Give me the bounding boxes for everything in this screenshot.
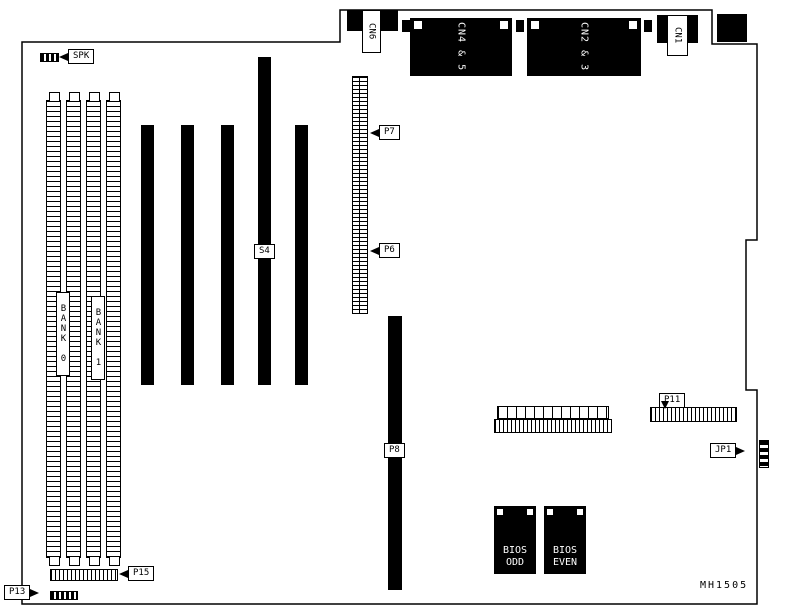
p15-connector xyxy=(50,569,118,581)
chip-notch xyxy=(497,509,503,515)
p8-callout: P8 xyxy=(384,443,405,458)
expansion-slot-2 xyxy=(181,125,194,385)
p6-callout: P6 xyxy=(370,243,400,258)
p7-arrow-icon xyxy=(370,128,379,137)
simm-socket-4 xyxy=(106,92,121,566)
cn6-label: CN6 xyxy=(366,23,377,40)
connector-notch xyxy=(629,21,637,29)
cn1-connector: CN1 xyxy=(667,15,688,56)
bios-even-chip: BIOS EVEN xyxy=(544,506,586,574)
mounting-tab xyxy=(516,20,524,32)
bank1-label-box: BANK 1 xyxy=(91,296,105,380)
expansion-slot-1 xyxy=(141,125,154,385)
top-right-connector xyxy=(717,14,747,42)
p7-label: P7 xyxy=(379,125,400,140)
bios-even-line2: EVEN xyxy=(552,557,578,568)
cn4-5-label: CN4 & 5 xyxy=(455,22,467,72)
expansion-slot-5 xyxy=(295,125,308,385)
connector-notch xyxy=(500,21,508,29)
p15-callout: P15 xyxy=(119,566,155,581)
mounting-tab xyxy=(644,20,652,32)
mounting-tab xyxy=(402,20,410,32)
bank0-label-box: BANK 0 xyxy=(56,292,70,376)
cn1-shell-left xyxy=(657,15,667,43)
spk-callout: SPK xyxy=(59,49,95,64)
s4-slot xyxy=(258,57,271,385)
expansion-slot-3 xyxy=(221,125,234,385)
cn1-shell-right xyxy=(688,15,698,43)
header-connector-body xyxy=(494,419,612,433)
p6-arrow-icon xyxy=(370,246,379,255)
connector-notch xyxy=(531,21,539,29)
p13-callout: P13 xyxy=(4,585,40,600)
p7-p6-connector xyxy=(352,76,368,314)
cn6-connector: CN6 xyxy=(362,10,381,53)
chip-notch xyxy=(527,509,533,515)
part-number: MH1505 xyxy=(700,580,749,591)
spk-arrow-icon xyxy=(59,52,68,61)
cn6-shell-left xyxy=(347,10,362,31)
jp1-callout: JP1 xyxy=(710,443,746,458)
p15-label: P15 xyxy=(128,566,155,581)
cn6-shell-right xyxy=(381,10,398,31)
p13-arrow-icon xyxy=(30,588,40,597)
simm-socket-1 xyxy=(46,92,61,566)
p13-connector xyxy=(50,591,78,600)
jp1-arrow-icon xyxy=(736,446,746,455)
spk-label: SPK xyxy=(68,49,95,64)
jp1-label: JP1 xyxy=(710,443,737,458)
connector-notch xyxy=(414,21,422,29)
chip-notch xyxy=(547,509,553,515)
p11-arrow-icon xyxy=(661,401,669,409)
header-connector-pins xyxy=(497,406,609,419)
spk-connector xyxy=(40,53,59,62)
p11-callout: P11 xyxy=(659,387,686,409)
cn4-5-connector: CN4 & 5 xyxy=(410,18,512,76)
p6-label: P6 xyxy=(379,243,400,258)
cn1-label: CN1 xyxy=(672,27,683,44)
cn2-3-label: CN2 & 3 xyxy=(578,22,590,72)
p11-connector xyxy=(650,407,737,422)
s4-callout: S4 xyxy=(254,244,275,259)
p15-arrow-icon xyxy=(119,569,128,578)
chip-notch xyxy=(577,509,583,515)
bios-odd-line2: ODD xyxy=(505,557,525,568)
bank0-label: BANK 0 xyxy=(58,304,69,364)
bios-odd-chip: BIOS ODD xyxy=(494,506,536,574)
p13-label: P13 xyxy=(4,585,31,600)
bios-odd-line1: BIOS xyxy=(502,545,528,556)
cn2-3-connector: CN2 & 3 xyxy=(527,18,641,76)
bios-even-line1: BIOS xyxy=(552,545,578,556)
jp1-jumper xyxy=(759,440,769,468)
p7-callout: P7 xyxy=(370,125,400,140)
bank1-label: BANK 1 xyxy=(93,308,104,368)
s4-label: S4 xyxy=(254,244,275,259)
p8-label: P8 xyxy=(384,443,405,458)
